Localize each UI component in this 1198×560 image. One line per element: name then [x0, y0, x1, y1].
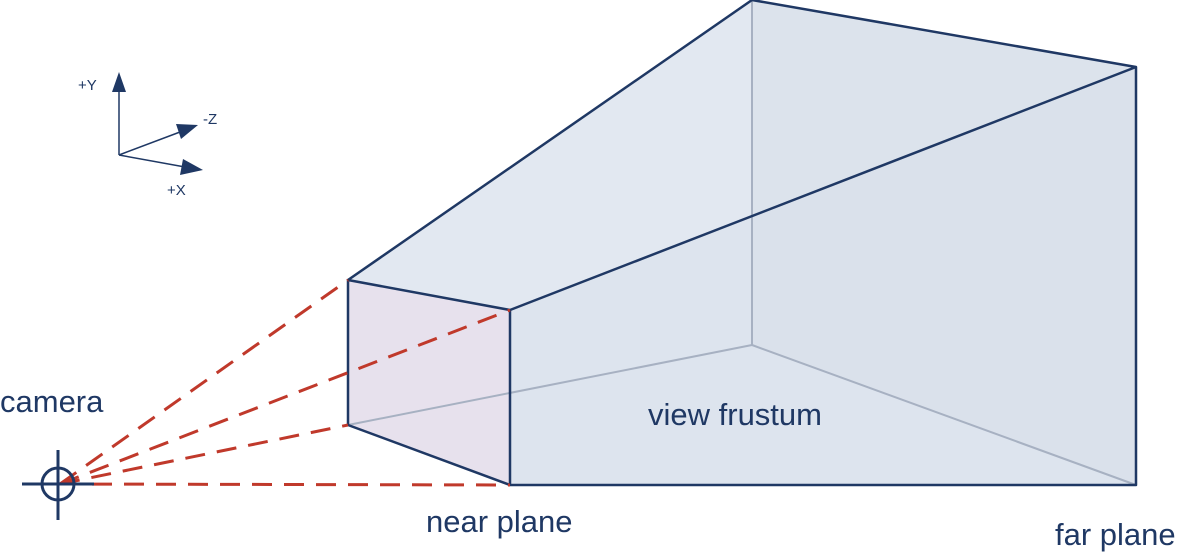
camera-crosshair-icon: [22, 450, 94, 520]
axis-gizmo: [112, 72, 203, 175]
axis-y-label: +Y: [78, 77, 97, 94]
far-plane-face: [752, 0, 1136, 485]
axis-z-label: -Z: [203, 111, 217, 128]
far-plane-label: far plane: [1055, 517, 1176, 552]
visible-edges: [346, 0, 1138, 487]
near-plane-face: [348, 280, 510, 485]
view-frustum-label: view frustum: [648, 397, 822, 432]
camera-rays: [59, 278, 511, 487]
axis-x-label: +X: [167, 182, 186, 199]
hidden-edges: [347, 0, 1137, 486]
near-plane-label: near plane: [426, 504, 573, 539]
camera-label: camera: [0, 384, 104, 419]
